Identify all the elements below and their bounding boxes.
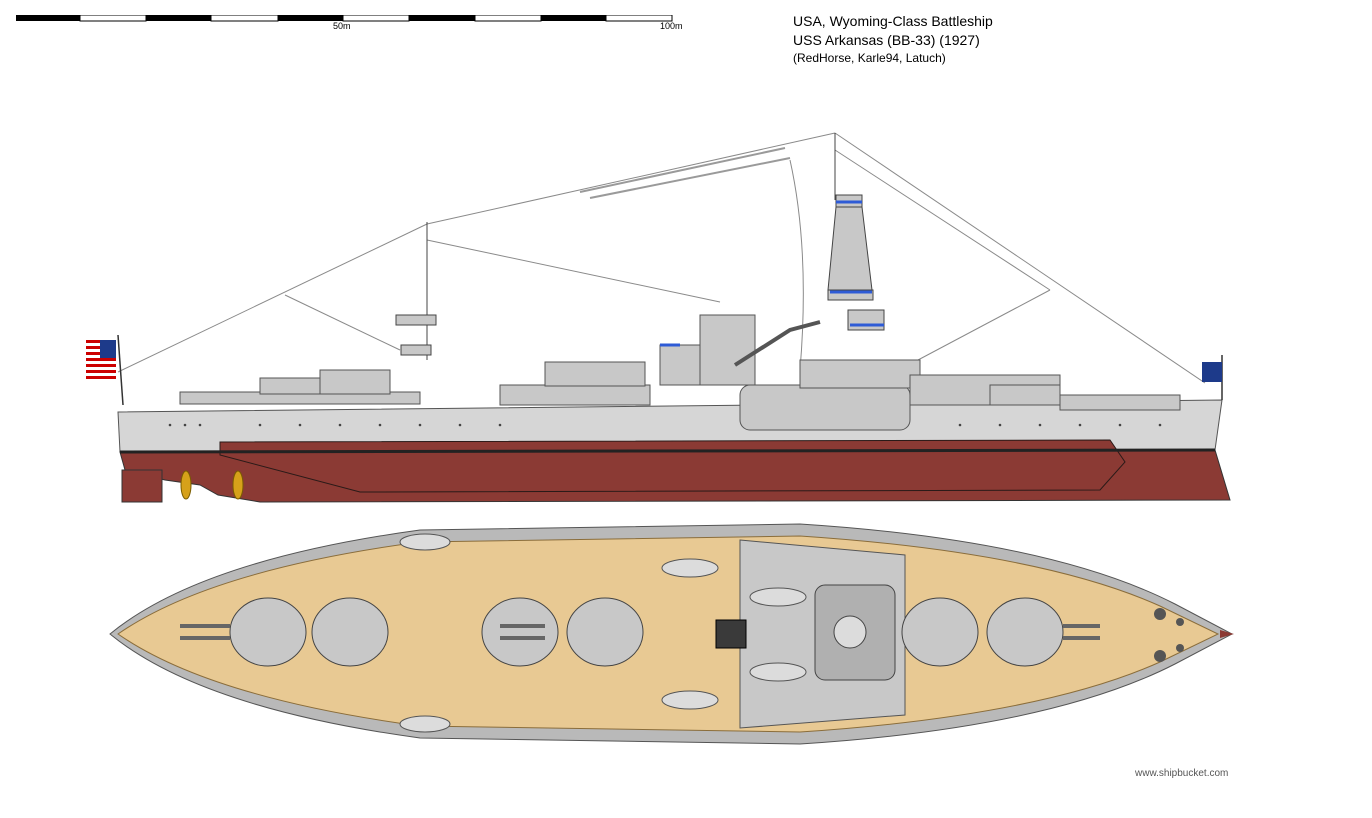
title-block: USA, Wyoming-Class Battleship USS Arkans… xyxy=(793,12,993,66)
bow-stem xyxy=(1220,630,1234,638)
propeller-icon xyxy=(180,470,244,500)
shipbucket-watermark: www.shipbucket.com xyxy=(1135,768,1229,779)
ship-name-title: USS Arkansas (BB-33) (1927) xyxy=(793,32,980,48)
lifeboat-icon xyxy=(399,533,807,733)
boot-topping xyxy=(119,448,1216,454)
gun-turret-icon xyxy=(229,597,1064,667)
superstructure xyxy=(179,314,1181,431)
gun-barrels xyxy=(180,624,1100,640)
scale-label-100m: 100m xyxy=(660,21,683,31)
rudder xyxy=(121,469,163,503)
credits-line: (RedHorse, Karle94, Latuch) xyxy=(793,51,946,65)
wood-deck xyxy=(117,535,1220,733)
funnel-cap xyxy=(715,619,747,649)
porthole-row xyxy=(168,423,1162,427)
jack-flag-icon xyxy=(1202,355,1223,400)
torpedo-bulge xyxy=(219,439,1126,493)
scale-label-50m: 50m xyxy=(333,21,351,31)
antenna-spars xyxy=(579,147,791,199)
scale-bar-graphic xyxy=(16,14,673,22)
rigging-lines xyxy=(117,132,1206,384)
ship-class-title: USA, Wyoming-Class Battleship xyxy=(793,13,993,29)
fire-control-top xyxy=(833,615,867,649)
crane-boom xyxy=(733,320,821,367)
us-flag-icon xyxy=(86,334,124,406)
scale-bar xyxy=(16,12,706,30)
anchor-icon xyxy=(1154,608,1184,662)
navy-blue-stripes xyxy=(660,200,884,347)
